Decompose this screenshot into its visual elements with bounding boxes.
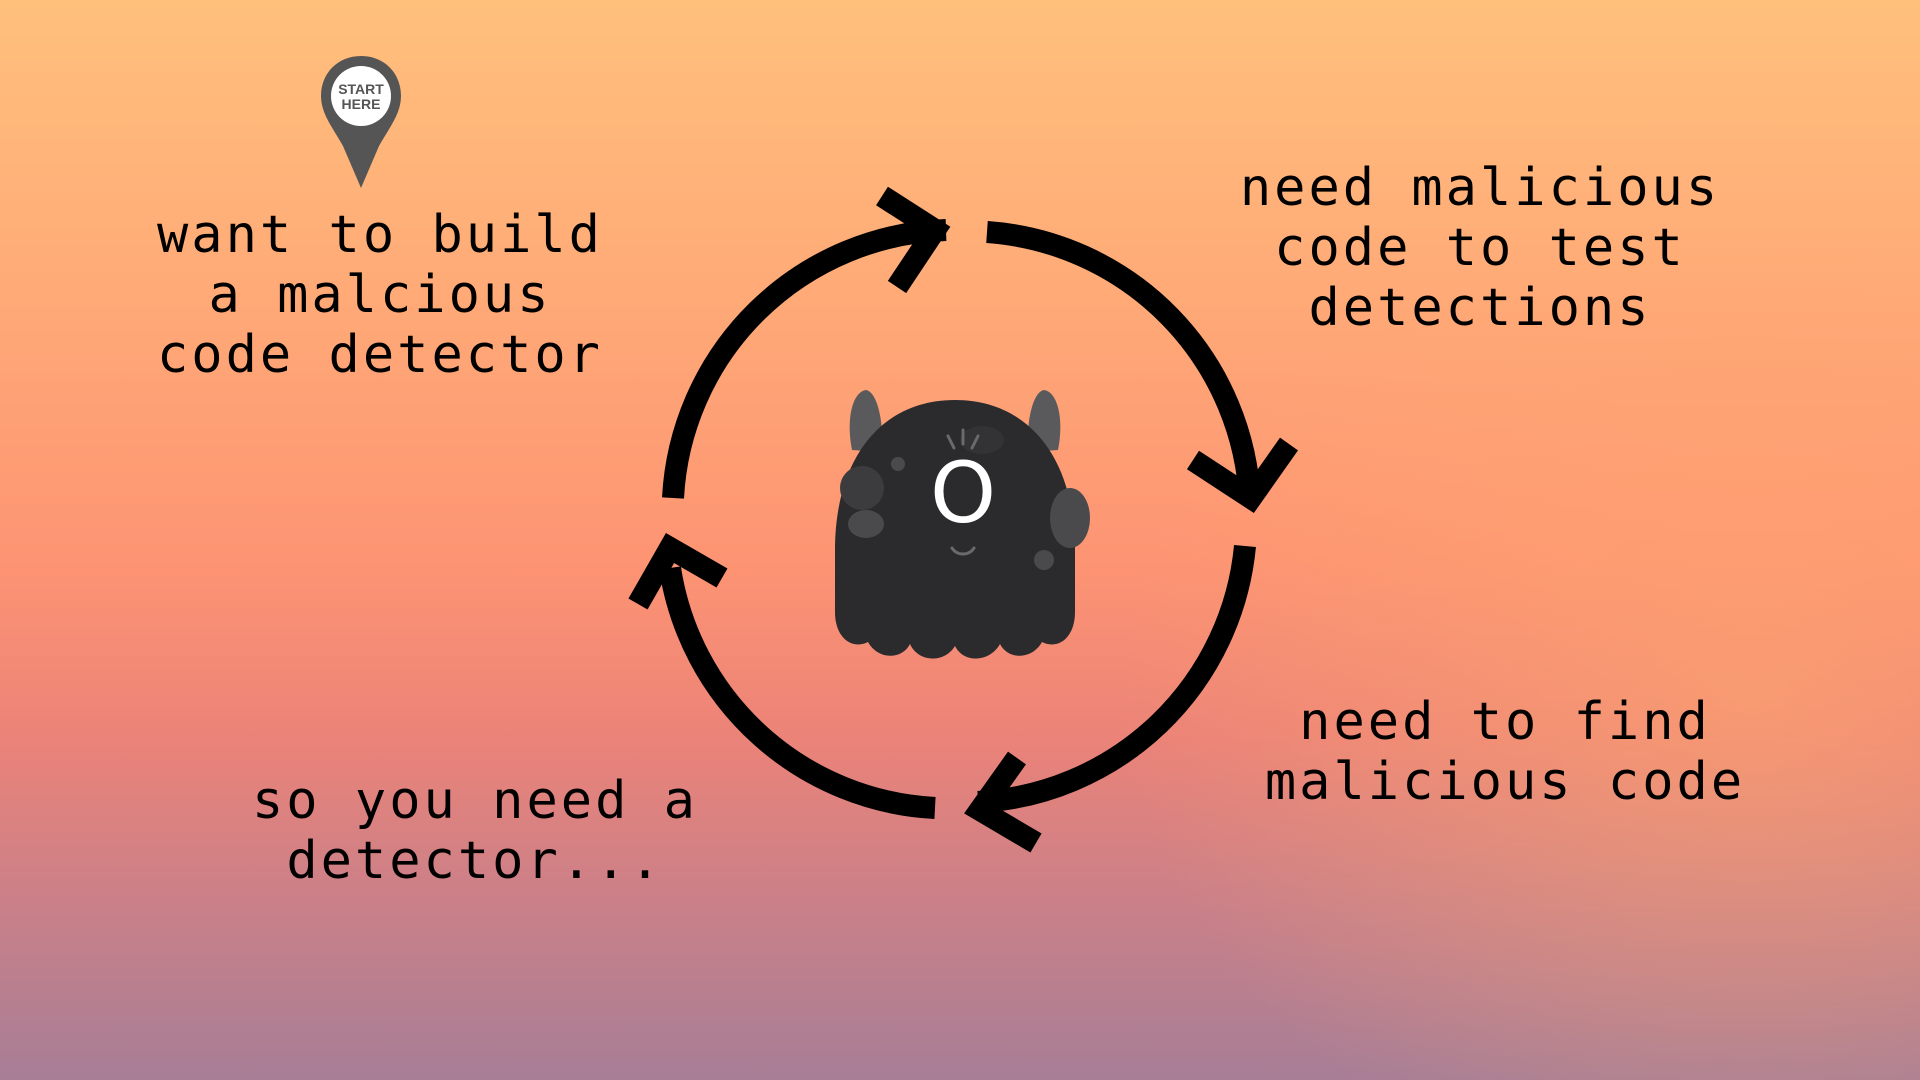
step-label-need-malicious-code: need malicious code to test detections (1239, 158, 1721, 338)
arrowhead-1 (876, 186, 951, 294)
arrowhead-2 (1186, 437, 1298, 514)
arrowhead-3 (964, 751, 1042, 853)
start-here-pin-icon: START HERE (321, 56, 401, 188)
monster-smile (950, 546, 976, 556)
pin-label-start: START (338, 81, 384, 97)
cycle-arrow-3 (977, 544, 1256, 813)
monster-eye: O (930, 444, 996, 542)
arrowhead-4 (628, 532, 728, 610)
step-label-need-detector: so you need a detector... (252, 771, 698, 891)
pin-center (331, 66, 391, 126)
pin-label-here: HERE (342, 96, 381, 112)
cycle-arrow-1 (662, 219, 947, 499)
cycle-arrow-4 (659, 566, 936, 819)
cycle-arrow-2 (986, 221, 1261, 503)
step-label-find-malicious-code: need to find malicious code (1264, 692, 1746, 812)
monster-mascot-icon: O (835, 390, 1090, 659)
step-label-build-detector: want to build a malcious code detector (157, 205, 603, 385)
